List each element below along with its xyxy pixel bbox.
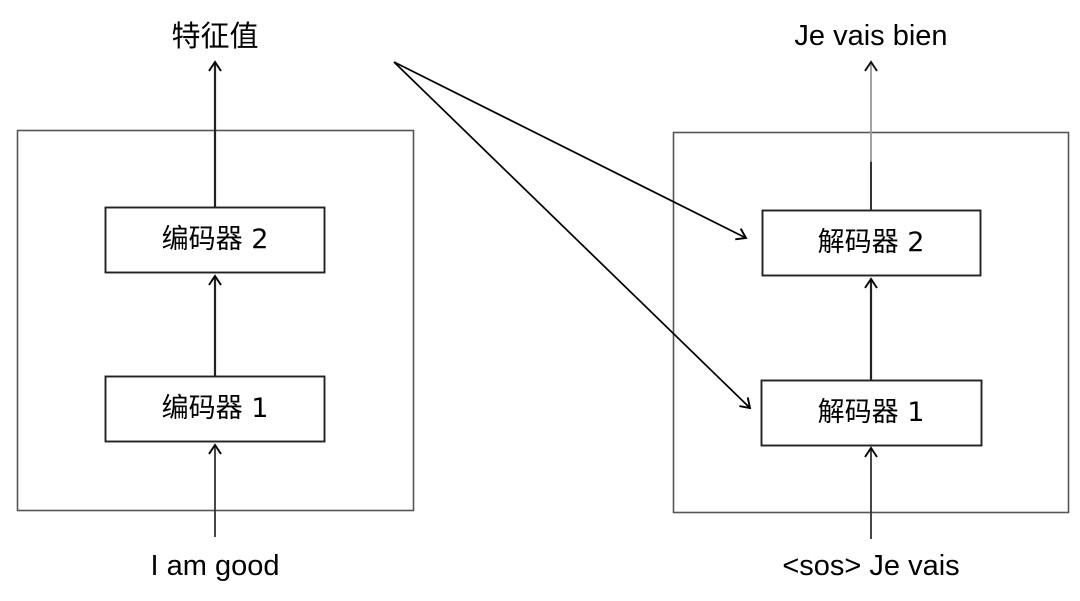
- decoder-1-box[interactable]: [760, 379, 983, 447]
- decoder-output-label: Je vais bien: [794, 20, 948, 52]
- feature-to-decoder-1-arrow: [393, 61, 752, 410]
- decoder-1-label: 解码器 1: [817, 397, 925, 428]
- decoder-2-box[interactable]: [761, 209, 982, 277]
- decoder-input-label: <sos> Je vais: [782, 550, 960, 582]
- encoder-input-label: I am good: [150, 550, 280, 582]
- encoder-2-box[interactable]: [104, 206, 326, 274]
- encoder-2-label: 编码器 2: [161, 224, 269, 255]
- encoder-1-label: 编码器 1: [161, 393, 269, 424]
- encoder-1-box[interactable]: [104, 375, 326, 443]
- decoder-2-label: 解码器 2: [817, 227, 925, 258]
- encoder-output-label: 特征值: [171, 19, 259, 53]
- feature-to-decoder-2-arrow: [393, 61, 748, 241]
